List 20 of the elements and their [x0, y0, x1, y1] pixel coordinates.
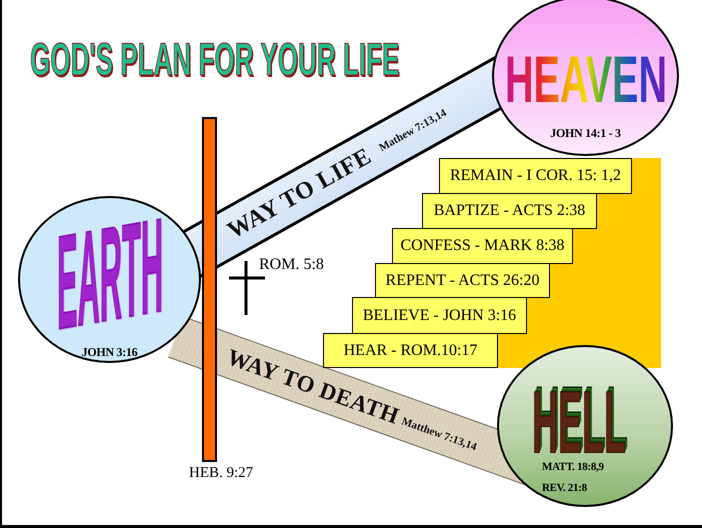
step-text: HEAR - ROM.10:17: [344, 342, 478, 358]
step-text: REPENT - ACTS 26:20: [386, 272, 540, 288]
step-box: [439, 158, 632, 194]
step-box: [375, 263, 550, 298]
step-text: BELIEVE - JOHN 3:16: [362, 308, 516, 324]
step-box: [422, 193, 597, 229]
vertical-bar: [202, 117, 217, 462]
verse-reference: ROM. 5:8: [259, 257, 324, 273]
verse-reference: JOHN 14:1 - 3: [550, 127, 621, 139]
step-box: [352, 297, 527, 334]
diagram-title: GOD'S PLAN FOR YOUR LIFE: [30, 36, 400, 82]
step-text: REMAIN - I COR. 15: 1,2: [450, 168, 622, 184]
verse-reference: MATT. 18:8,9: [542, 462, 604, 473]
verse-reference: REV. 21:8: [542, 483, 587, 494]
step-text: CONFESS - MARK 8:38: [400, 238, 565, 254]
verse-reference: JOHN 3:16: [82, 346, 138, 358]
wordart-heading: HELL: [532, 388, 626, 458]
band-heading: WAY TO LIFE: [223, 144, 375, 244]
verse-reference: HEB. 9:27: [189, 466, 254, 481]
step-text: BAPTIZE - ACTS 2:38: [434, 203, 586, 219]
